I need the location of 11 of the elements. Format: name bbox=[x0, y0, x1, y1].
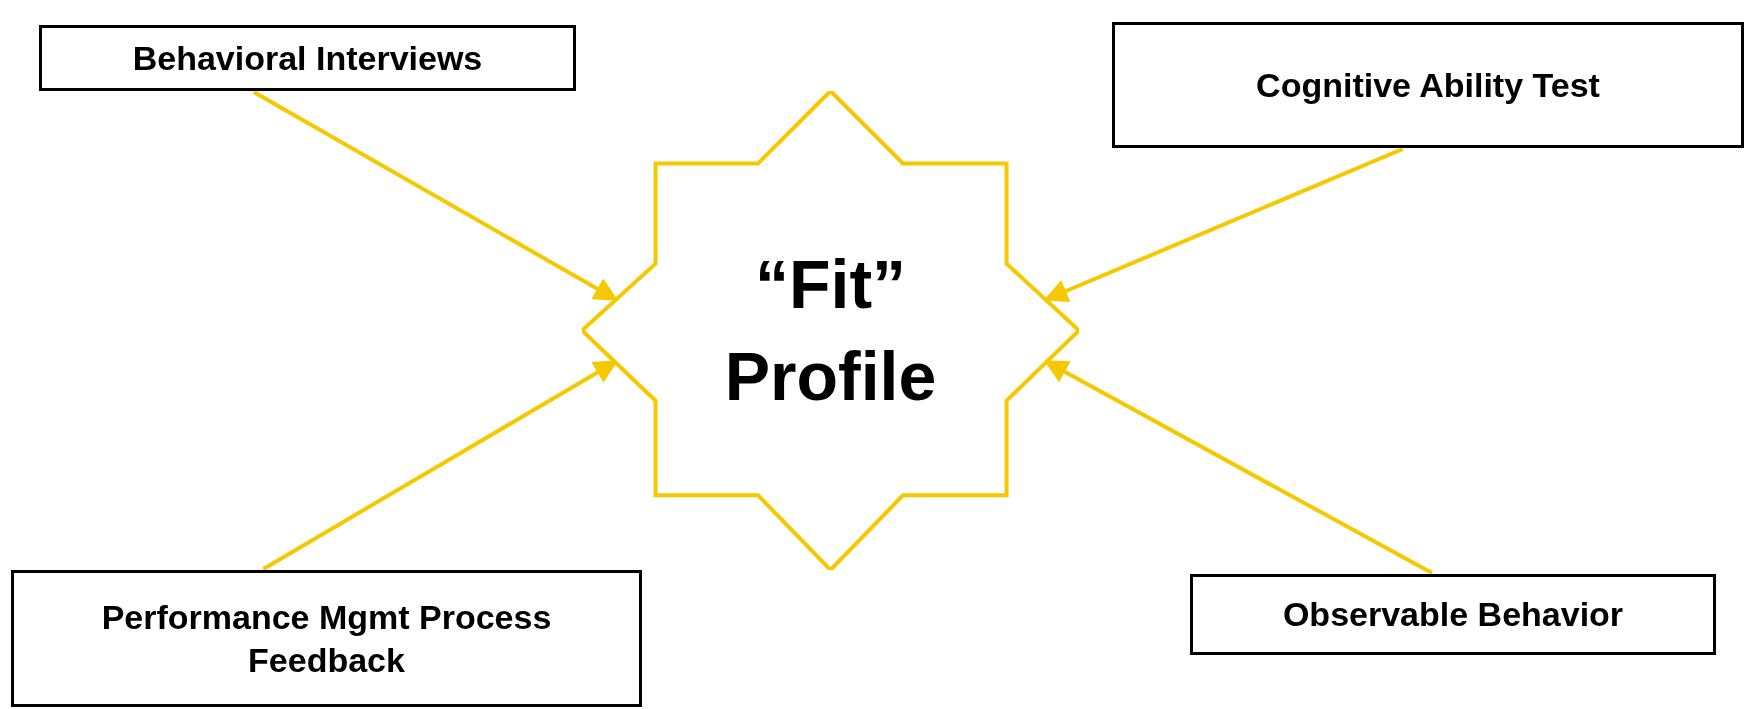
text-box bbox=[11, 570, 642, 707]
arrow bbox=[1043, 147, 1404, 303]
box-label: Performance Mgmt Process Feedback bbox=[100, 597, 553, 681]
text-box bbox=[1112, 22, 1744, 148]
text-box bbox=[1190, 574, 1716, 655]
text-box bbox=[39, 25, 576, 91]
box-label: Observable Behavior bbox=[1281, 594, 1625, 636]
star-shape bbox=[582, 91, 1079, 570]
star-label: “Fit” Profile bbox=[723, 244, 938, 416]
box-label: Cognitive Ability Test bbox=[1255, 64, 1601, 106]
box-label: Behavioral Interviews bbox=[131, 37, 484, 79]
